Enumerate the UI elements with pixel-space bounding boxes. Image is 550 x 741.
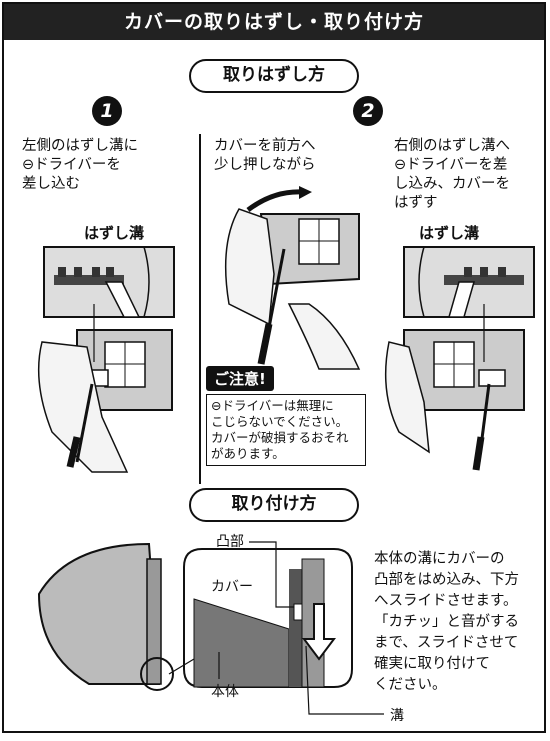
step-2-number: 2 — [353, 96, 383, 126]
attach-unit-illustration — [37, 542, 174, 691]
body-label: 本体 — [211, 684, 239, 700]
page-frame: カバーの取りはずし・取り付け方 取りはずし方 1 2 左側のはずし溝に ⊖ドライ… — [2, 2, 546, 733]
step-2-push-arrow — [246, 186, 312, 212]
step-1-groove-label: はずし溝 — [84, 224, 145, 242]
step-3-text: 右側のはずし溝へ ⊖ドライバーを差 し込み、カバーを はずす — [394, 138, 510, 211]
step-2-text: カバーを前方へ 少し押しながら — [214, 138, 316, 173]
attach-text: 本体の溝にカバーの 凸部をはめ込み、下方 へスライドさせます。 「カチッ」と音が… — [374, 551, 519, 693]
column-divider — [199, 134, 201, 484]
step-3-leader-line — [483, 304, 485, 362]
step-1-hand-cover-illustration — [37, 329, 173, 473]
groove-label: 溝 — [390, 708, 404, 724]
step-1-closeup-illustration — [43, 246, 175, 318]
step-1-number: 1 — [92, 96, 122, 126]
protrusion-label: 凸部 — [216, 534, 244, 550]
attach-leader-lines — [168, 541, 384, 715]
caution-tag: ご注意! — [206, 366, 274, 391]
step-1-text: 左側のはずし溝に ⊖ドライバーを 差し込む — [22, 138, 138, 192]
removal-section-title: 取りはずし方 — [189, 59, 359, 93]
caution-text: ⊖ドライバーは無理に こじらないでください。 カバーが破損するおそれ があります… — [206, 394, 366, 466]
page-title: カバーの取りはずし・取り付け方 — [4, 4, 544, 40]
step-1-leader-line — [93, 304, 95, 362]
step-3-groove-label: はずし溝 — [419, 224, 480, 242]
step-2-hand-cover-illustration — [224, 208, 361, 370]
step-3-closeup-illustration — [403, 246, 535, 318]
attach-section-title: 取り付け方 — [189, 488, 359, 522]
attach-detail-illustration — [183, 548, 353, 688]
cover-label: カバー — [211, 579, 253, 595]
step-3-hand-cover-illustration — [384, 329, 525, 471]
